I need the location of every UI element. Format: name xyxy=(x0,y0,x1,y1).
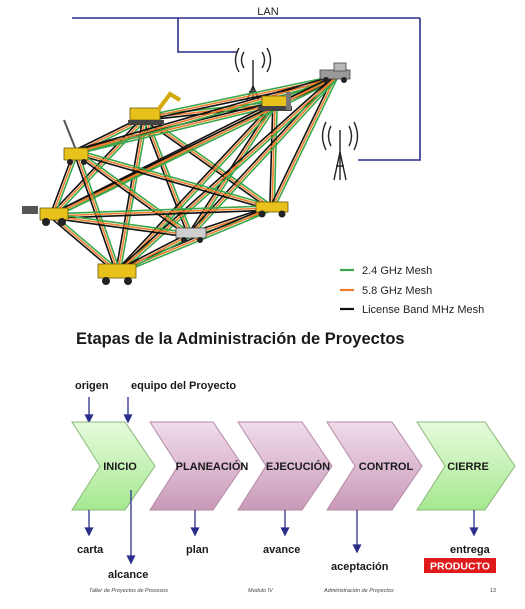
stage-planeacion-shape xyxy=(149,421,244,511)
output-label-avance: avance xyxy=(263,544,300,556)
input-label-equipo: equipo del Proyecto xyxy=(131,380,236,392)
antenna-tower-icon xyxy=(321,121,359,181)
stage-inicio-label: INICIO xyxy=(103,461,137,473)
mesh-link xyxy=(117,77,336,273)
mesh-link xyxy=(75,151,191,236)
wheel-loader-icon xyxy=(22,206,69,226)
mesh-link xyxy=(273,78,338,210)
stage-ejecucion-shape xyxy=(237,421,333,511)
mesh-links xyxy=(49,75,338,275)
mesh-link xyxy=(51,205,272,215)
product-label: PRODUCTO xyxy=(430,561,490,573)
legend: 2.4 GHz Mesh 5.8 GHz Mesh License Band M… xyxy=(340,265,484,316)
mesh-link xyxy=(271,77,336,209)
output-label-plan: plan xyxy=(186,544,209,556)
input-arrows xyxy=(84,397,133,424)
legend-label-2-4ghz: 2.4 GHz Mesh xyxy=(362,265,432,277)
mesh-link xyxy=(51,217,190,238)
output-label-carta: carta xyxy=(77,544,104,556)
mesh-link xyxy=(77,151,121,272)
mesh-link xyxy=(115,117,144,272)
mesh-link xyxy=(76,149,273,207)
output-label-aceptacion: aceptación xyxy=(331,561,389,573)
mesh-link xyxy=(144,75,335,117)
stage-planeacion-label: PLANEACIÓN xyxy=(176,460,249,473)
section-title: Etapas de la Administración de Proyectos xyxy=(76,330,405,348)
mesh-link xyxy=(52,209,273,219)
grader-icon xyxy=(255,201,289,218)
mesh-link xyxy=(269,103,274,208)
output-label-alcance: alcance xyxy=(108,569,148,581)
output-label-entrega: entrega xyxy=(450,544,491,556)
mesh-link xyxy=(119,118,148,273)
mesh-link xyxy=(75,77,336,153)
mesh-link xyxy=(76,79,336,155)
mesh-link xyxy=(118,209,274,275)
lan-label: LAN xyxy=(257,6,278,18)
mesh-link xyxy=(116,75,335,271)
mesh-link xyxy=(74,153,190,238)
footer-left: Taller de Proyectos de Procesos xyxy=(89,588,168,594)
mesh-link xyxy=(75,153,272,211)
footer-page: 13 xyxy=(490,588,496,594)
mesh-link xyxy=(52,213,191,234)
stage-cierre-label: CIERRE xyxy=(447,461,489,473)
service-truck-icon xyxy=(175,227,207,243)
legend-label-5-8ghz: 5.8 GHz Mesh xyxy=(362,285,432,297)
stage-cierre-shape xyxy=(416,421,516,511)
stage-control-label: CONTROL xyxy=(359,461,414,473)
mesh-link xyxy=(269,76,334,208)
mesh-link xyxy=(76,149,192,234)
dump-truck-icon xyxy=(97,263,137,285)
footer-middle: Modulo IV xyxy=(248,588,274,594)
mesh-link xyxy=(53,152,79,218)
footer-right: Administración de Proyectos xyxy=(323,588,394,594)
mesh-link xyxy=(51,207,273,217)
mesh-link xyxy=(118,79,337,275)
process-stages-diagram: origen equipo del Proyecto INICIO PLANEA… xyxy=(71,380,516,594)
product-box xyxy=(424,558,496,573)
mesh-link xyxy=(271,103,276,209)
stage-ejecucion-label: EJECUCIÓN xyxy=(266,460,330,473)
excavator-icon xyxy=(128,91,182,125)
input-label-origen: origen xyxy=(75,380,109,392)
output-arrows xyxy=(84,490,479,565)
mesh-link xyxy=(51,215,191,236)
mesh-link xyxy=(273,104,278,209)
bulldozer-icon xyxy=(258,92,292,111)
mesh-link xyxy=(75,75,335,151)
mesh-link xyxy=(145,115,274,207)
lan-lines xyxy=(72,17,421,161)
drill-rig-icon xyxy=(63,119,89,165)
legend-label-license-band: License Band MHz Mesh xyxy=(362,304,484,316)
pickup-truck-icon xyxy=(319,62,351,83)
mesh-link xyxy=(75,151,273,209)
mesh-link xyxy=(143,119,272,211)
stage-control-shape xyxy=(326,421,423,511)
mesh-link xyxy=(189,77,336,236)
mesh-link xyxy=(76,105,276,155)
mesh-network-diagram: LAN xyxy=(22,6,484,316)
stage-inicio-shape xyxy=(71,421,156,511)
